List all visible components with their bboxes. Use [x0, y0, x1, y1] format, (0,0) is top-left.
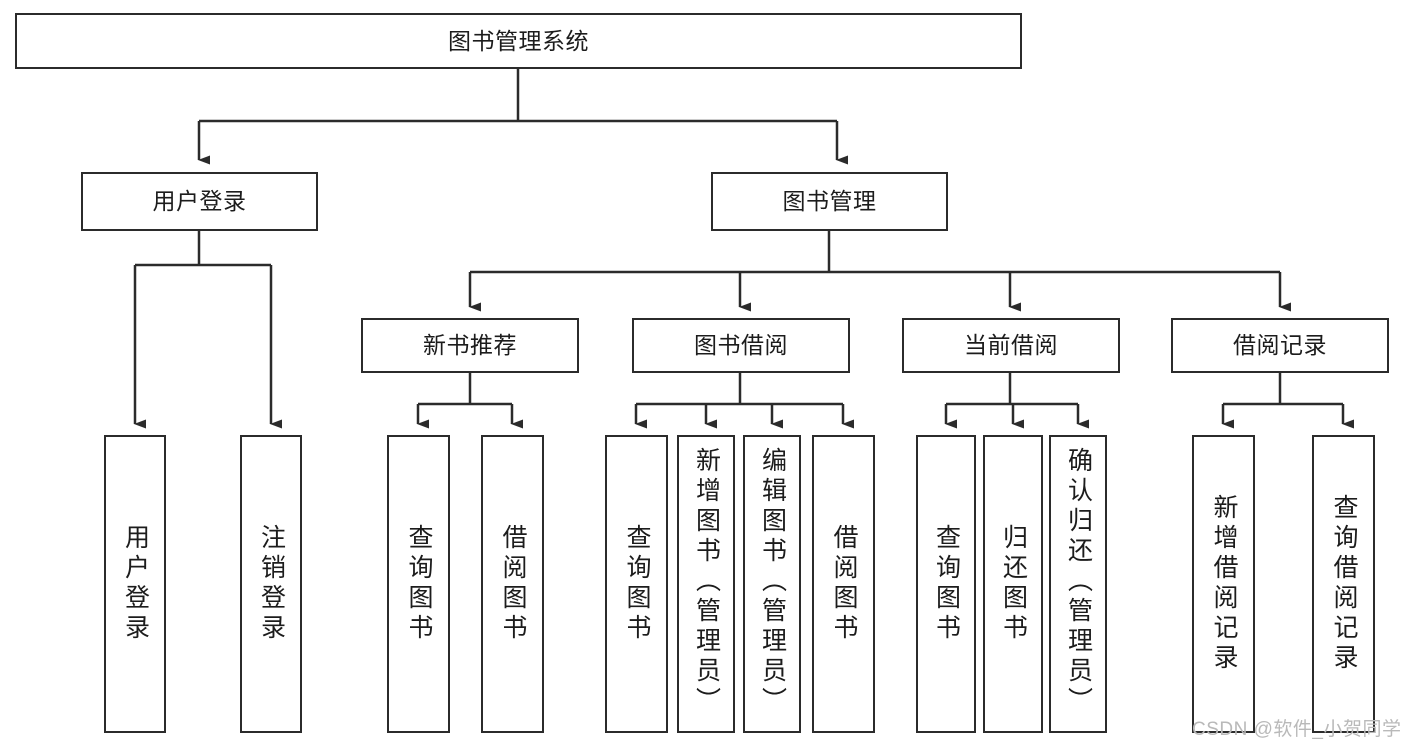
leaf-node-label: 借阅图书 [830, 524, 858, 644]
leaf-node-label: 借阅图书 [499, 524, 527, 644]
leaf-node-label: 新增借阅记录 [1210, 494, 1238, 674]
level3-node-label: 图书借阅 [694, 332, 788, 359]
leaf-node-label: 编辑图书（管理员） [758, 447, 787, 717]
leaf-node: 编辑图书（管理员） [743, 435, 801, 733]
level3-node: 借阅记录 [1171, 318, 1389, 373]
level2-node: 用户登录 [81, 172, 318, 231]
root-node-label: 图书管理系统 [448, 27, 589, 54]
leaf-node-label: 注销登录 [257, 524, 286, 644]
leaf-node-label: 查询图书 [623, 524, 651, 644]
leaf-node: 新增图书（管理员） [677, 435, 735, 733]
leaf-node-label: 查询图书 [932, 524, 961, 644]
level3-node: 当前借阅 [902, 318, 1120, 373]
leaf-node-label: 用户登录 [121, 524, 150, 644]
leaf-node: 确认归还（管理员） [1049, 435, 1107, 733]
level3-node-label: 当前借阅 [964, 332, 1058, 359]
leaf-node-label: 查询借阅记录 [1330, 494, 1358, 674]
leaf-node: 查询图书 [605, 435, 668, 733]
level2-node: 图书管理 [711, 172, 948, 231]
level3-node-label: 借阅记录 [1233, 332, 1327, 359]
level2-node-label: 用户登录 [152, 188, 247, 215]
leaf-node-label: 查询图书 [405, 524, 433, 644]
leaf-node: 借阅图书 [481, 435, 544, 733]
csdn-watermark: CSDN @软件_小贺同学 [1192, 719, 1402, 740]
level3-node: 图书借阅 [632, 318, 850, 373]
leaf-node: 用户登录 [104, 435, 166, 733]
leaf-node: 注销登录 [240, 435, 302, 733]
leaf-node: 查询借阅记录 [1312, 435, 1375, 733]
root-node: 图书管理系统 [15, 13, 1022, 69]
leaf-node: 查询图书 [916, 435, 976, 733]
level3-node-label: 新书推荐 [423, 332, 517, 359]
level3-node: 新书推荐 [361, 318, 579, 373]
leaf-node: 归还图书 [983, 435, 1043, 733]
leaf-node: 查询图书 [387, 435, 450, 733]
leaf-node: 新增借阅记录 [1192, 435, 1255, 733]
leaf-node-label: 归还图书 [999, 524, 1028, 644]
leaf-node-label: 新增图书（管理员） [692, 447, 721, 717]
level2-node-label: 图书管理 [782, 188, 877, 215]
leaf-node: 借阅图书 [812, 435, 875, 733]
leaf-node-label: 确认归还（管理员） [1064, 447, 1093, 717]
